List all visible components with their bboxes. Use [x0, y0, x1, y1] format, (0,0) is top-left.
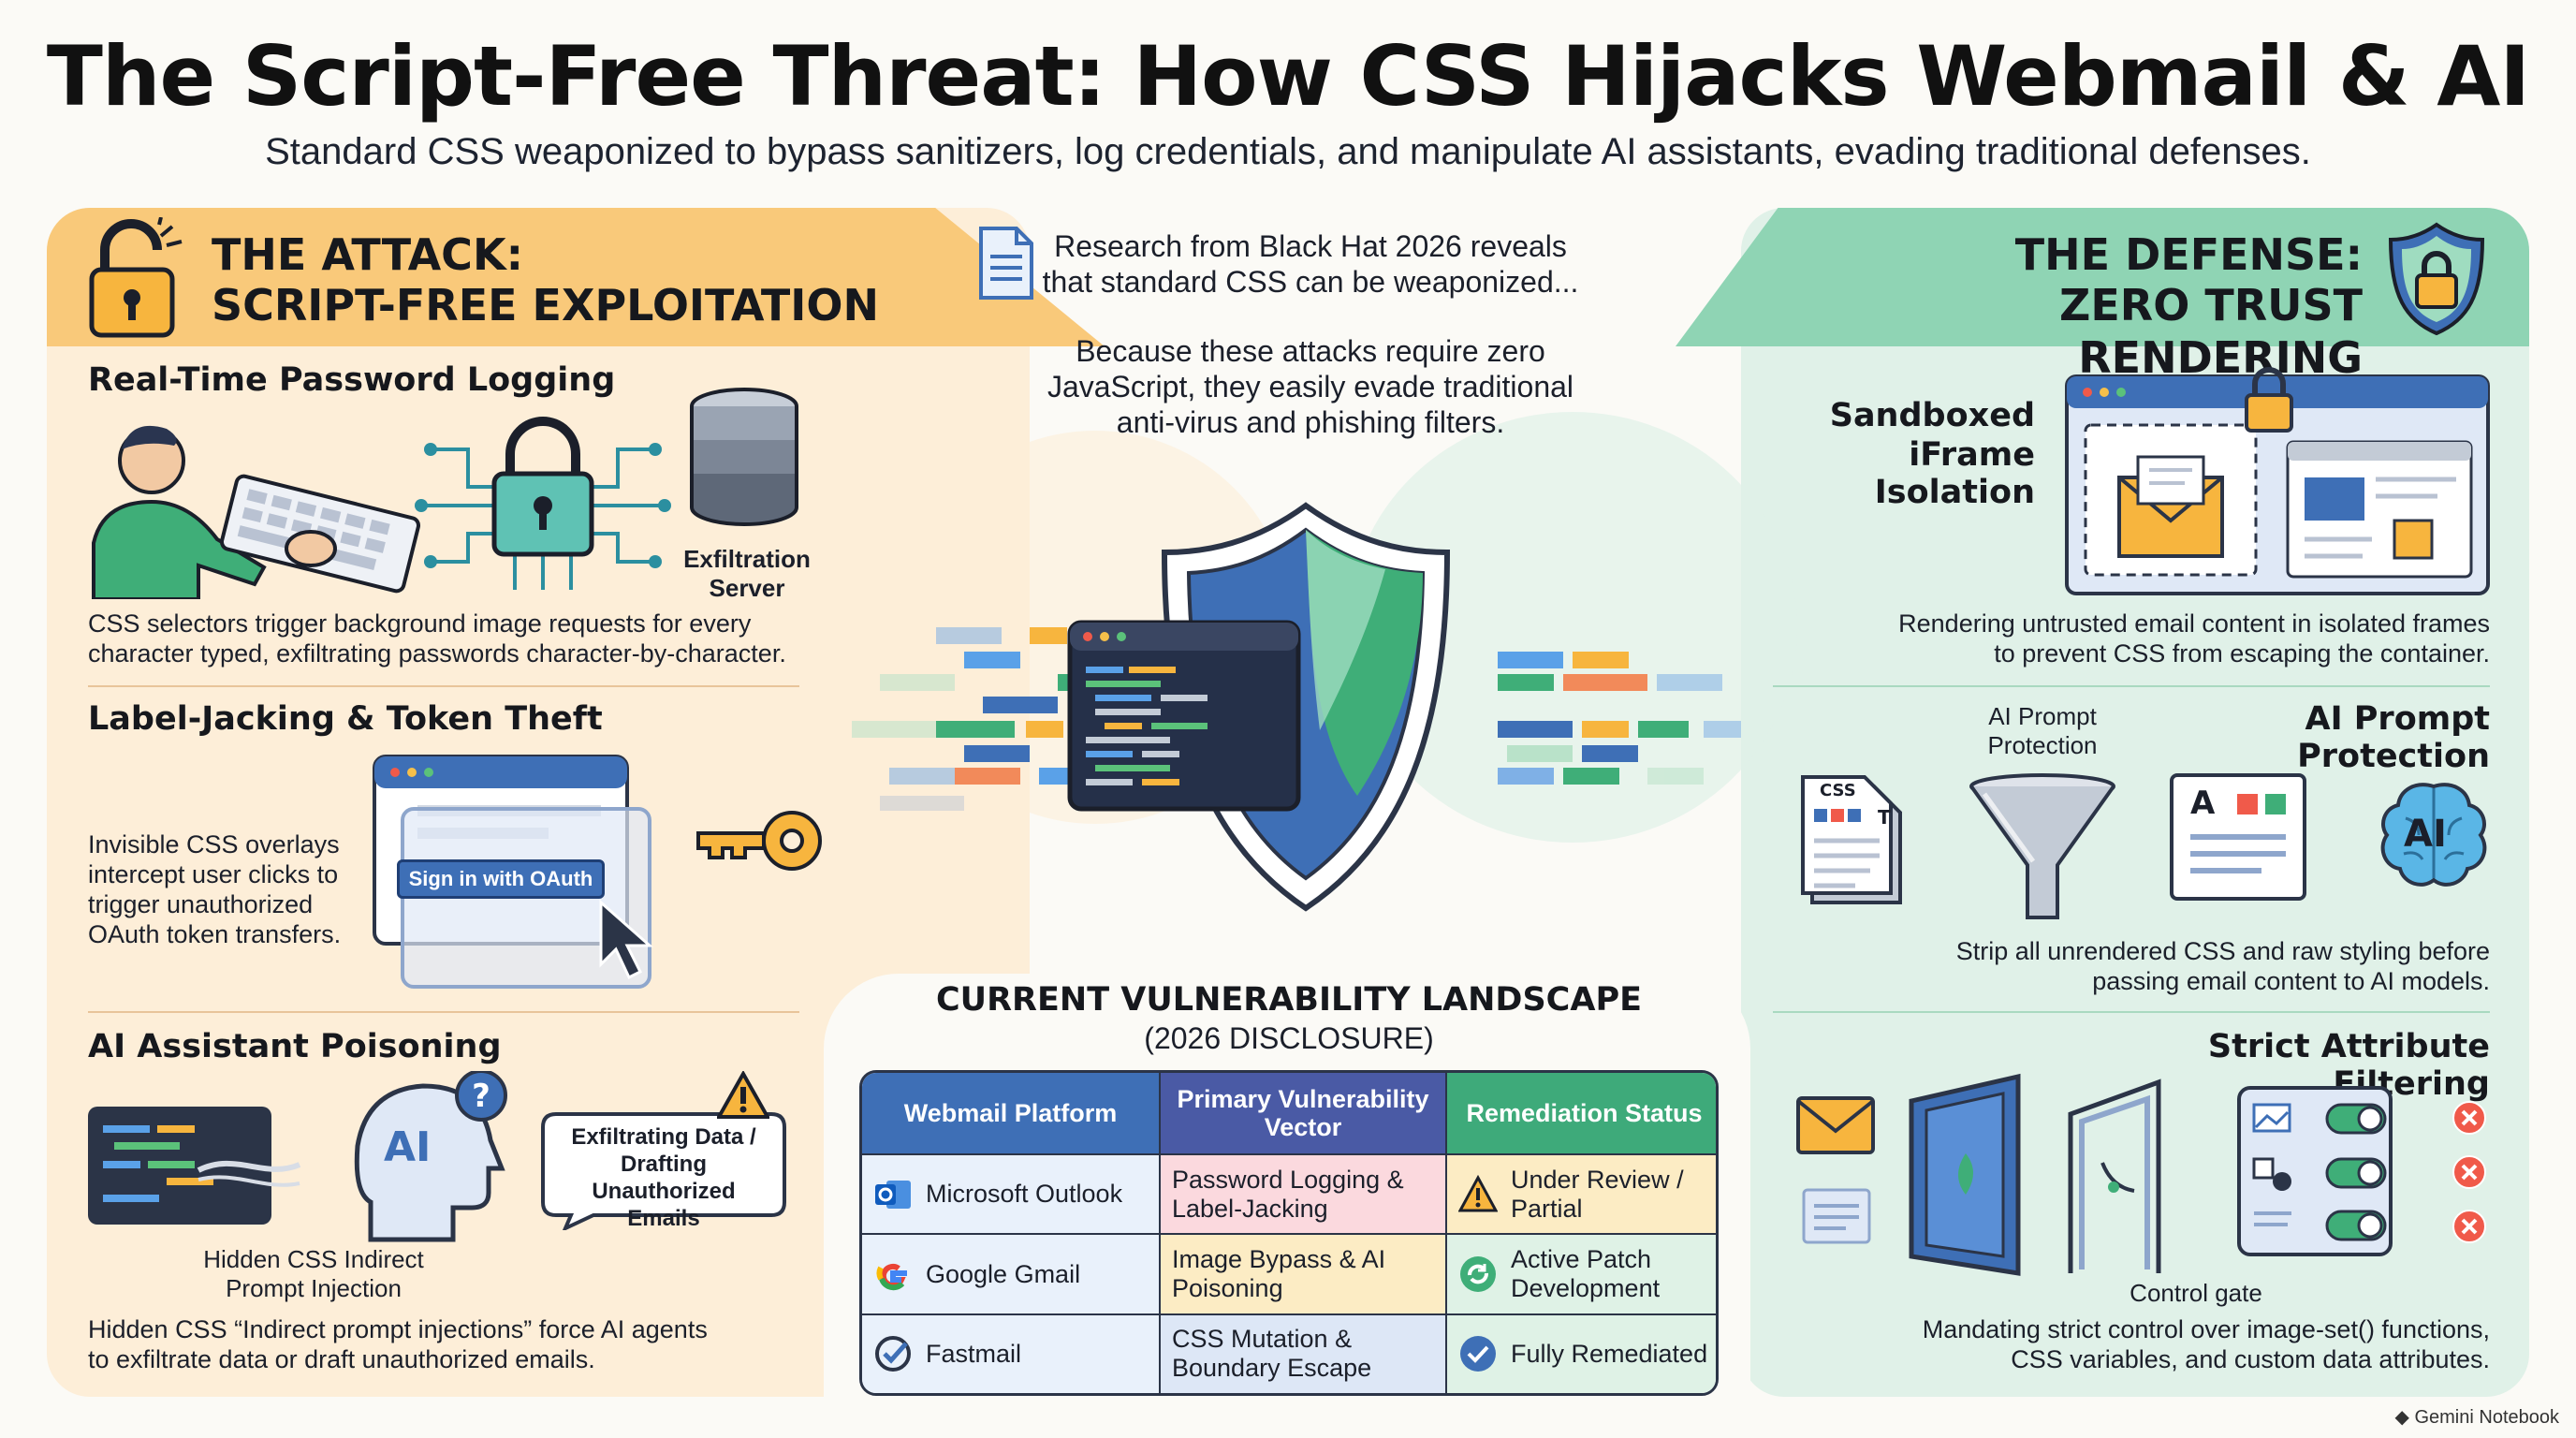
ai-brain-label: AI	[2404, 813, 2447, 856]
attack-header-band	[47, 208, 1105, 346]
message-doc-icon	[1802, 1188, 1871, 1244]
exfiltrating-bubble-text: Exfiltrating Data / Drafting Unauthorize…	[571, 1124, 756, 1231]
defense-heading-1: THE DEFENSE:	[2014, 229, 2363, 280]
landscape-subtitle: (2026 DISCLOSURE)	[1144, 1021, 1434, 1055]
fastmail-icon	[875, 1336, 911, 1372]
refresh-icon	[1460, 1256, 1496, 1293]
key-icon	[696, 811, 822, 871]
ai-prompt-body-2: passing email content to AI models.	[2092, 967, 2490, 995]
defense-header-band	[1676, 208, 2529, 346]
table-row: Fastmail CSS Mutation & Boundary Escape …	[862, 1313, 1716, 1393]
landscape-title: CURRENT VULNERABILITY LANDSCAPE	[935, 981, 1643, 1019]
speech-bubble-shape	[541, 1112, 786, 1230]
filter-funnel-icon	[1969, 773, 2115, 919]
document-icon	[979, 227, 1033, 300]
ai-poisoning-body-1: Hidden CSS “Indirect prompt injections” …	[88, 1315, 708, 1343]
status-text: Under Review / Partial	[1511, 1165, 1684, 1223]
vector-cell: Password Logging & Label-Jacking	[1160, 1152, 1447, 1235]
ai-head-label: AI	[384, 1123, 432, 1171]
closed-door-icon	[1909, 1073, 2021, 1276]
attack-divider-1	[88, 685, 799, 687]
shield-lock-icon	[2388, 222, 2485, 336]
attack-heading-2: SCRIPT-FREE EXPLOITATION	[212, 280, 879, 330]
code-editor-window-icon	[1067, 620, 1301, 812]
sign-in-with-oauth-button[interactable]: Sign in with OAuth	[397, 859, 605, 899]
clean-document-icon	[2170, 773, 2306, 901]
sandboxed-title-1: Sandboxed	[1829, 397, 2035, 434]
typing-user-icon	[92, 425, 421, 599]
funnel-label: AI Prompt Protection	[1987, 702, 2098, 759]
open-gate-icon	[2068, 1078, 2161, 1273]
encrypted-lock-icon	[415, 417, 671, 590]
control-gate-caption: Control gate	[2130, 1279, 2262, 1307]
sandboxed-body-2: to prevent CSS from escaping the contain…	[1994, 639, 2490, 668]
sandboxed-iframe-icon	[2065, 367, 2490, 595]
evade-text-2: JavaScript, they easily evade traditiona…	[1046, 370, 1574, 404]
platform-name: Microsoft Outlook	[926, 1180, 1123, 1209]
platform-name: Fastmail	[926, 1339, 1022, 1368]
hidden-code-injection-icon	[88, 1107, 301, 1225]
envelope-icon	[1796, 1096, 1875, 1154]
label-jacking-body: Invisible CSS overlays intercept user cl…	[88, 830, 342, 948]
ai-prompt-protection-title: AI Prompt Protection	[2297, 700, 2490, 775]
evade-text-1: Because these attacks require zero	[1076, 334, 1545, 368]
reject-x-icons	[2452, 1101, 2486, 1243]
status-text: Fully Remediated	[1511, 1339, 1708, 1368]
vector-cell: Image Bypass & AI Poisoning	[1160, 1233, 1447, 1314]
gemini-icon: ◆	[2394, 1407, 2415, 1428]
warning-icon	[717, 1071, 769, 1119]
attack-heading-1: THE ATTACK:	[212, 229, 523, 280]
css-file-icon: T	[1801, 775, 1902, 904]
defense-divider-1	[1773, 685, 2490, 687]
brand-label: Gemini Notebook	[2414, 1407, 2559, 1428]
strict-filtering-body-1: Mandating strict control over image-set(…	[1922, 1315, 2490, 1343]
outlook-icon	[875, 1180, 911, 1209]
platform-name: Google Gmail	[926, 1259, 1081, 1288]
vector-cell: CSS Mutation & Boundary Escape	[1160, 1313, 1447, 1393]
attack-divider-2	[88, 1011, 799, 1013]
ai-head-icon: ?	[354, 1071, 507, 1242]
table-header: Remediation Status	[1446, 1073, 1716, 1154]
check-icon	[1460, 1336, 1496, 1372]
status-text: Active Patch Development	[1511, 1245, 1661, 1303]
clean-doc-label: A	[2190, 785, 2216, 822]
svg-text:T: T	[1878, 806, 1891, 829]
server-database-icon	[690, 388, 798, 526]
ai-brain-icon	[2380, 783, 2487, 887]
page-title: The Script-Free Threat: How CSS Hijacks …	[46, 28, 2530, 125]
evade-text-3: anti-virus and phishing filters.	[1116, 405, 1505, 439]
password-logging-title: Real-Time Password Logging	[88, 361, 616, 399]
defense-divider-2	[1773, 1011, 2490, 1013]
table-header-row: Webmail Platform Primary Vulnerability V…	[862, 1073, 1716, 1154]
password-logging-body-2: character typed, exfiltrating passwords …	[88, 639, 786, 668]
mouse-cursor-icon	[599, 899, 653, 980]
google-icon	[876, 1264, 907, 1291]
unlocked-padlock-icon	[89, 217, 183, 338]
table-row: Microsoft Outlook Password Logging & Lab…	[862, 1152, 1716, 1235]
exfiltration-server-label: Exfiltration Server	[683, 545, 811, 602]
ai-poisoning-title: AI Assistant Poisoning	[88, 1028, 502, 1065]
brand-footer: ◆ Gemini Notebook	[2395, 1405, 2559, 1429]
password-logging-body-1: CSS selectors trigger background image r…	[88, 609, 752, 638]
ai-poisoning-body-2: to exfiltrate data or draft unauthorized…	[88, 1345, 595, 1373]
vulnerability-table: Webmail Platform Primary Vulnerability V…	[859, 1070, 1719, 1396]
sandboxed-body-1: Rendering untrusted email content in iso…	[1898, 609, 2490, 638]
svg-text:?: ?	[472, 1078, 490, 1115]
hidden-css-injection-caption: Hidden CSS Indirect Prompt Injection	[203, 1245, 424, 1302]
table-header: Primary Vulnerability Vector	[1160, 1073, 1447, 1154]
page-subtitle: Standard CSS weaponized to bypass saniti…	[265, 131, 2311, 172]
ai-prompt-body-1: Strip all unrendered CSS and raw styling…	[1955, 937, 2490, 965]
label-jacking-title: Label-Jacking & Token Theft	[88, 700, 603, 738]
table-header: Webmail Platform	[862, 1073, 1161, 1154]
sandboxed-title-2: iFrame Isolation	[1874, 436, 2035, 511]
control-panel-icon	[2237, 1086, 2393, 1256]
strict-filtering-body-2: CSS variables, and custom data attribute…	[2011, 1345, 2490, 1373]
table-row: Google Gmail Image Bypass & AI Poisoning…	[862, 1233, 1716, 1314]
data-stream-graphic	[852, 627, 1741, 811]
research-text-2: that standard CSS can be weaponized...	[1042, 265, 1579, 299]
research-text-1: Research from Black Hat 2026 reveals	[1054, 229, 1567, 263]
warning-icon	[1458, 1174, 1498, 1212]
css-file-label: CSS	[1820, 781, 1856, 800]
strict-filtering-title: Strict Attribute Filtering	[2207, 1028, 2490, 1103]
